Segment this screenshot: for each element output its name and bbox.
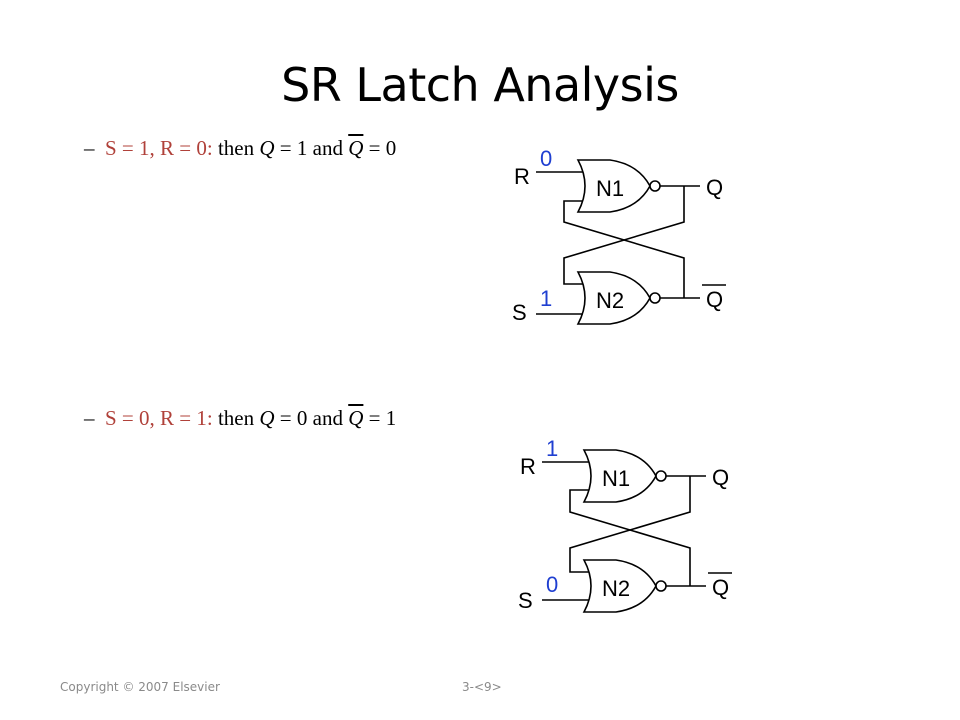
bullet-then: then <box>212 406 260 430</box>
inverter-bubble <box>655 470 667 482</box>
bullet-condition: S = 1, R = 0: <box>105 136 213 160</box>
nor-gate-n2 <box>576 271 651 325</box>
qbar-value: = 1 <box>363 406 397 430</box>
copyright-text: Copyright © 2007 Elsevier <box>60 680 220 694</box>
q-symbol: Q <box>259 406 275 430</box>
bullet-then: then <box>212 136 260 160</box>
qbar-output-label: Q <box>706 287 723 312</box>
qbar-value: = 0 <box>363 136 397 160</box>
q-output-label: Q <box>706 175 723 200</box>
q-output-label: Q <box>712 465 729 490</box>
bullet-condition: S = 0, R = 1: <box>105 406 213 430</box>
s-input-value: 0 <box>546 572 558 597</box>
s-input-label: S <box>512 300 527 325</box>
nor-gate-n1 <box>582 449 657 503</box>
bullet-dash: – <box>84 136 95 160</box>
q-symbol: Q <box>259 136 275 160</box>
qbar-output-label: Q <box>712 575 729 600</box>
q-value: = 0 and <box>274 406 349 430</box>
s-input-value: 1 <box>540 286 552 311</box>
qbar-symbol: Q <box>348 136 364 160</box>
qbar-symbol: Q <box>348 406 364 430</box>
gate-label-n1: N1 <box>602 466 630 491</box>
gate-label-n2: N2 <box>596 288 624 313</box>
bullet-case-1: – S = 1, R = 0: then Q = 1 and Q = 0 <box>84 136 396 161</box>
page-number: 3-<9> <box>462 680 502 694</box>
bullet-case-2: – S = 0, R = 1: then Q = 0 and Q = 1 <box>84 406 396 431</box>
r-input-value: 0 <box>540 146 552 171</box>
inverter-bubble <box>655 580 667 592</box>
r-input-label: R <box>514 164 530 189</box>
nor-gate-n1 <box>576 159 651 213</box>
gate-label-n2: N2 <box>602 576 630 601</box>
s-input-label: S <box>518 588 533 613</box>
nor-gate-n2 <box>582 559 657 613</box>
gate-label-n1: N1 <box>596 176 624 201</box>
r-input-value: 1 <box>546 436 558 461</box>
bullet-dash: – <box>84 406 95 430</box>
q-value: = 1 and <box>274 136 349 160</box>
slide-title: SR Latch Analysis <box>281 58 679 112</box>
r-input-label: R <box>520 454 536 479</box>
